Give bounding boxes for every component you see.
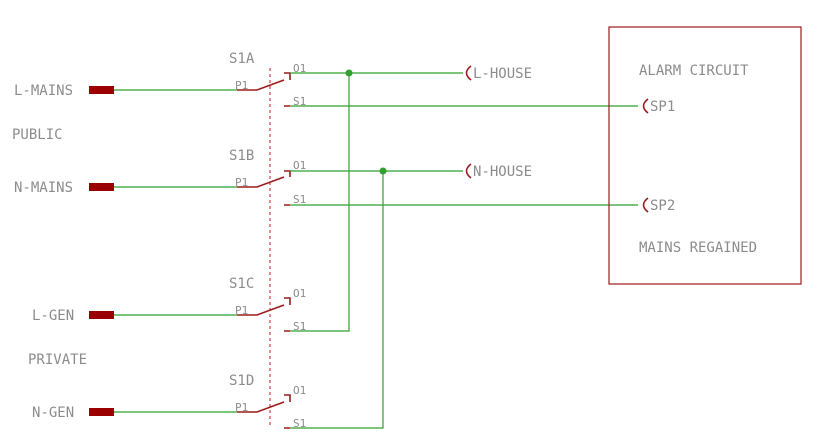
pin-p1-s1c: P1: [235, 304, 248, 317]
switch-s1d: [237, 394, 291, 429]
alarm-note: MAINS REGAINED: [639, 240, 757, 256]
label-n-house: N-HOUSE: [473, 164, 532, 180]
pin-p1-s1d: P1: [235, 401, 248, 414]
wire-n-gen-return: [290, 171, 384, 429]
alarm-circuit-box: [608, 26, 802, 285]
pin-o1-s1a: O1: [293, 62, 306, 75]
switch-s1c: [237, 297, 291, 332]
label-sp2: SP2: [650, 198, 675, 214]
wire-l-gen-return: [290, 73, 350, 332]
label-private: PRIVATE: [28, 352, 87, 368]
alarm-title: ALARM CIRCUIT: [639, 63, 749, 79]
pin-o1-s1c: O1: [293, 287, 306, 300]
label-l-mains: L-MAINS: [14, 83, 73, 99]
sp2-connector: [642, 197, 649, 213]
label-l-gen: L-GEN: [32, 308, 74, 324]
pin-s1-s1a: S1: [293, 95, 306, 108]
label-s1b: S1B: [229, 148, 254, 164]
sp1-connector: [642, 98, 649, 114]
pin-p1-s1a: P1: [235, 79, 248, 92]
label-n-gen: N-GEN: [32, 405, 74, 421]
l-gen-connector: [89, 311, 114, 319]
pin-s1-s1c: S1: [293, 320, 306, 333]
label-sp1: SP1: [650, 99, 675, 115]
label-l-house: L-HOUSE: [473, 66, 532, 82]
pin-o1-s1d: O1: [293, 384, 306, 397]
n-gen-connector: [89, 408, 114, 416]
label-s1a: S1A: [229, 51, 255, 67]
n-mains-connector: [89, 183, 114, 191]
label-public: PUBLIC: [12, 127, 63, 143]
n-house-connector: [465, 163, 472, 179]
pin-s1-s1d: S1: [293, 417, 306, 430]
label-s1d: S1D: [229, 373, 254, 389]
pin-s1-s1b: S1: [293, 193, 306, 206]
label-s1c: S1C: [229, 276, 254, 292]
label-n-mains: N-MAINS: [14, 180, 73, 196]
junction-n: [379, 167, 387, 175]
junction-l: [345, 69, 353, 77]
l-mains-connector: [89, 86, 114, 94]
pin-o1-s1b: O1: [293, 159, 306, 172]
pin-p1-s1b: P1: [235, 176, 248, 189]
l-house-connector: [465, 65, 472, 81]
